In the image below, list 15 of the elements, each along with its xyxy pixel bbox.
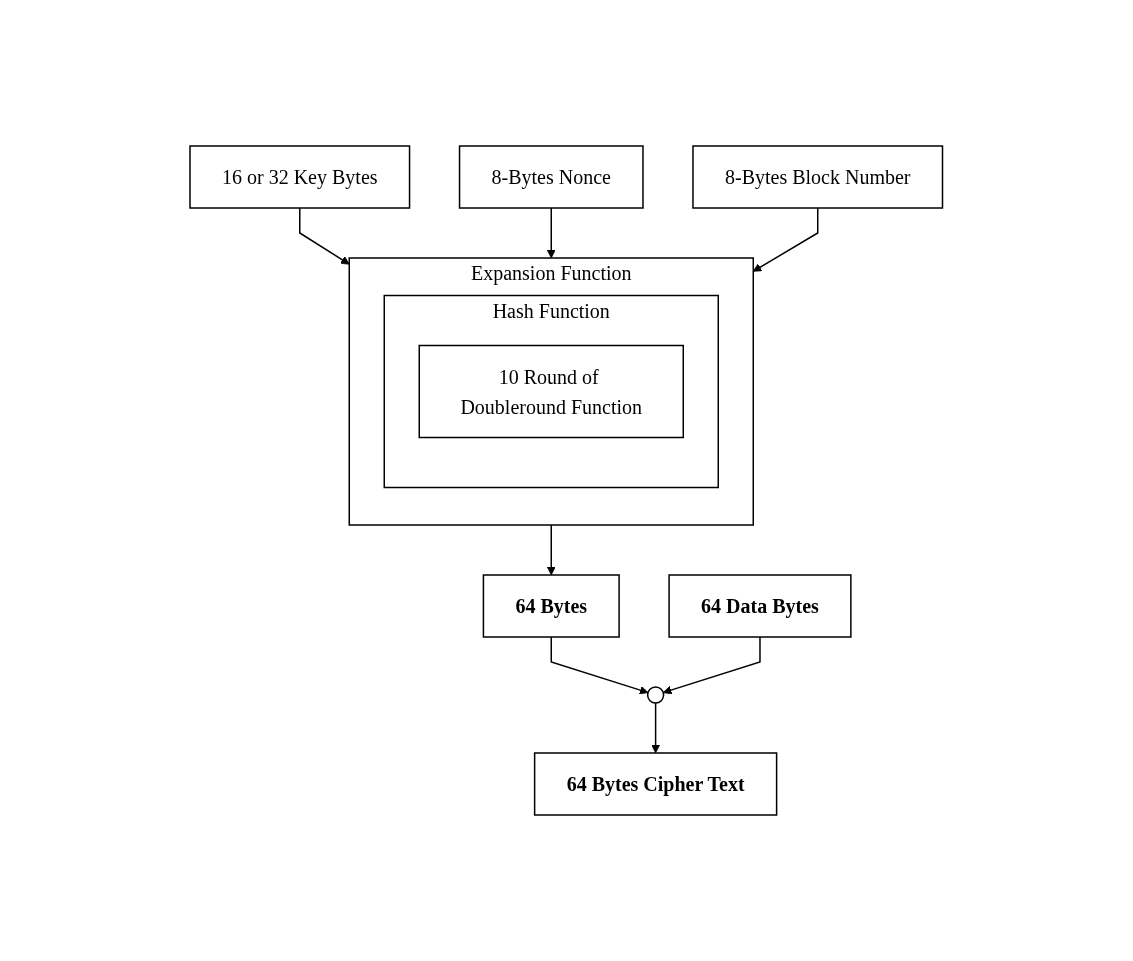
arrow (299, 207, 350, 265)
node-circle (647, 686, 665, 704)
node-box: 64 Bytes (482, 574, 621, 638)
node-box: 64 Bytes Cipher Text (534, 752, 778, 816)
node-box: 10 Round of Doubleround Function (418, 344, 685, 439)
node-box: 64 Data Bytes (668, 574, 852, 638)
arrow (753, 207, 819, 272)
node-box: 8-Bytes Block Number (692, 145, 944, 209)
arrow (651, 702, 661, 754)
node-box: 16 or 32 Key Bytes (189, 145, 411, 209)
arrow (547, 524, 556, 576)
arrow (550, 636, 649, 695)
arrow (547, 207, 556, 259)
arrow (663, 636, 761, 695)
node-box: 8-Bytes Nonce (459, 145, 644, 209)
